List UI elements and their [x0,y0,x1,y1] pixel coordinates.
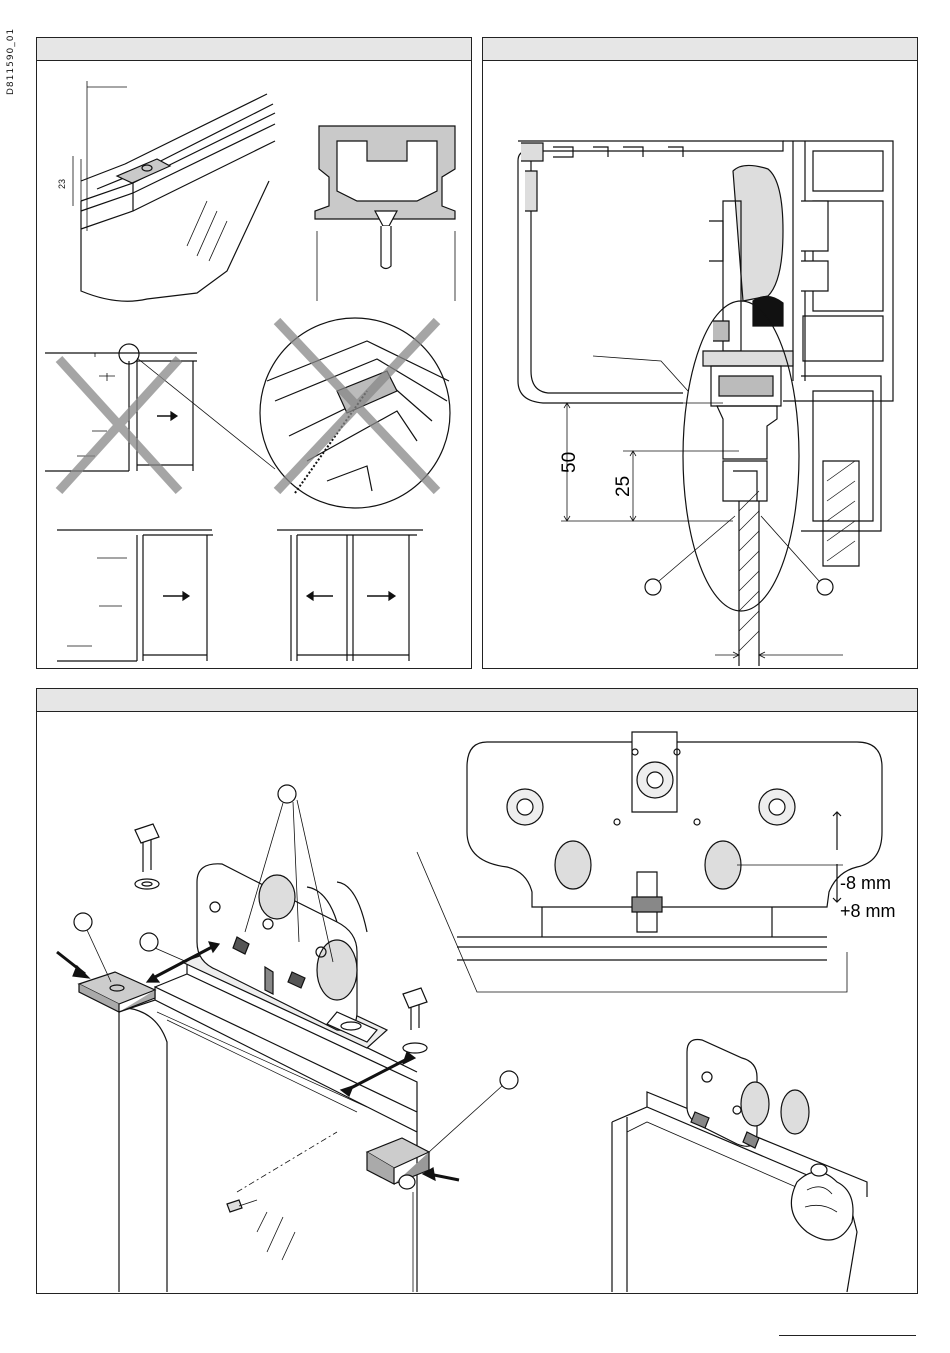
rail-cross-section [315,126,455,301]
carriage-front-view [417,732,882,992]
rail-mounting-illustration: 23 [37,61,471,668]
end-stop-block [367,1138,429,1189]
panel-carriage-installation: -8 mm +8 mm [36,688,918,1294]
correct-mounting-single [57,530,213,661]
incorrect-mounting-left [45,344,275,471]
square-nut-plate [79,972,155,1012]
dimension-50-label: 50 [559,452,580,473]
carriage-installation-illustration: -8 mm +8 mm [37,712,917,1293]
document-code: D811590_01 [6,35,20,95]
dimension-23-label: 23 [57,179,67,189]
door-and-rail-isometric [119,960,417,1292]
bolt-left [135,824,159,889]
frame-profile [783,141,893,401]
panel-cross-section: 50 25 [482,37,918,669]
bolt-right [403,988,427,1053]
cross-section-illustration: 50 25 [483,61,917,668]
rail-isometric [73,81,275,301]
adjust-plus-label: +8 mm [840,901,896,921]
adjust-minus-label: -8 mm [840,873,891,893]
correct-mounting-double [277,530,423,661]
panel-header [483,38,917,61]
rubber-stop [753,296,783,326]
panel-header [37,689,917,712]
footer-rule [779,1335,916,1336]
panel-rail-mounting: 23 [36,37,472,669]
dimension-25-label: 25 [613,476,634,497]
panel-header [37,38,471,61]
hand-adjustment-detail [612,1040,867,1293]
